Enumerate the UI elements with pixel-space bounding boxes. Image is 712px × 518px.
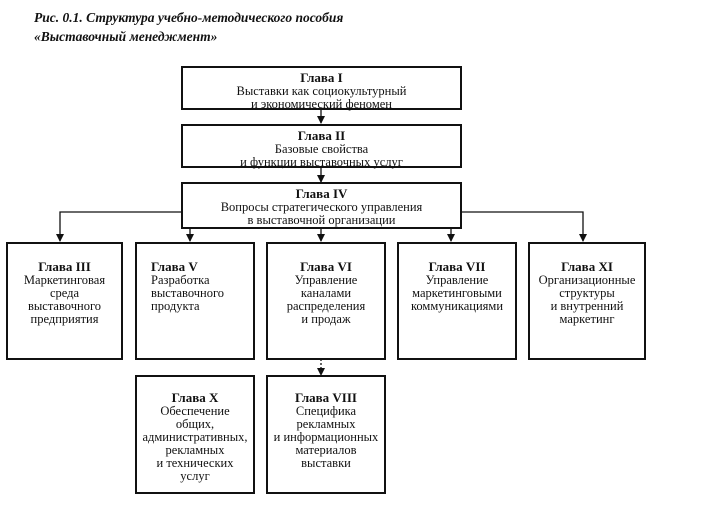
chapter-2-text: Базовые свойства и функции выставочных у… xyxy=(240,142,403,169)
box-chapter-6: Глава VI Управление каналами распределен… xyxy=(266,242,386,360)
arrow-ch4-ch3 xyxy=(56,211,181,242)
chapter-8-text: Специфика рекламных и информационных мат… xyxy=(273,404,379,470)
chapter-5-title: Глава V xyxy=(151,259,198,274)
box-chapter-10: Глава X Обеспечение общих, административ… xyxy=(135,375,255,494)
chapter-2-title: Глава II xyxy=(297,128,346,143)
figure-caption: Рис. 0.1. Структура учебно-методического… xyxy=(34,8,343,46)
chapter-1-title: Глава I xyxy=(300,70,343,85)
chapter-5-text: Разработка выставочного продукта xyxy=(151,273,225,313)
arrow-ch4-ch11 xyxy=(462,211,587,242)
box-chapter-1: Глава I Выставки как социокультурный и э… xyxy=(181,66,462,111)
chapter-1-text: Выставки как социокультурный и экономиче… xyxy=(236,84,407,111)
chapter-7-text: Управление маркетинговыми коммуникациями xyxy=(410,273,504,313)
chapter-3-text: Маркетинговая среда выставочного предпри… xyxy=(23,273,106,326)
chapter-6-title: Глава VI xyxy=(300,259,352,274)
box-chapter-3: Глава III Маркетинговая среда выставочно… xyxy=(6,242,123,360)
chapter-4-text: Вопросы стратегического управления в выс… xyxy=(220,200,423,227)
box-chapter-11: Глава XI Организационные структуры и вну… xyxy=(528,242,646,360)
chapter-10-text: Обеспечение общих, административных, рек… xyxy=(142,404,248,483)
box-chapter-8: Глава VIII Специфика рекламных и информа… xyxy=(266,375,386,494)
chapter-7-title: Глава VII xyxy=(428,259,486,274)
box-chapter-5: Глава V Разработка выставочного продукта xyxy=(135,242,255,360)
chapter-4-title: Глава IV xyxy=(295,186,348,201)
box-chapter-2: Глава II Базовые свойства и функции выст… xyxy=(181,124,462,169)
chapter-11-text: Организационные структуры и внутренний м… xyxy=(538,273,636,326)
chapter-8-title: Глава VIII xyxy=(295,390,357,405)
chapter-10-title: Глава X xyxy=(171,390,219,405)
box-chapter-7: Глава VII Управление маркетинговыми комм… xyxy=(397,242,517,360)
chapter-6-text: Управление каналами распределения и прод… xyxy=(286,273,366,326)
chapter-3-title: Глава III xyxy=(38,259,91,274)
caption-line-1: Рис. 0.1. Структура учебно-методического… xyxy=(34,10,344,25)
box-chapter-4: Глава IV Вопросы стратегического управле… xyxy=(181,182,462,229)
caption-line-2: «Выставочный менеджмент» xyxy=(34,29,218,44)
chapter-11-title: Глава XI xyxy=(561,259,613,274)
